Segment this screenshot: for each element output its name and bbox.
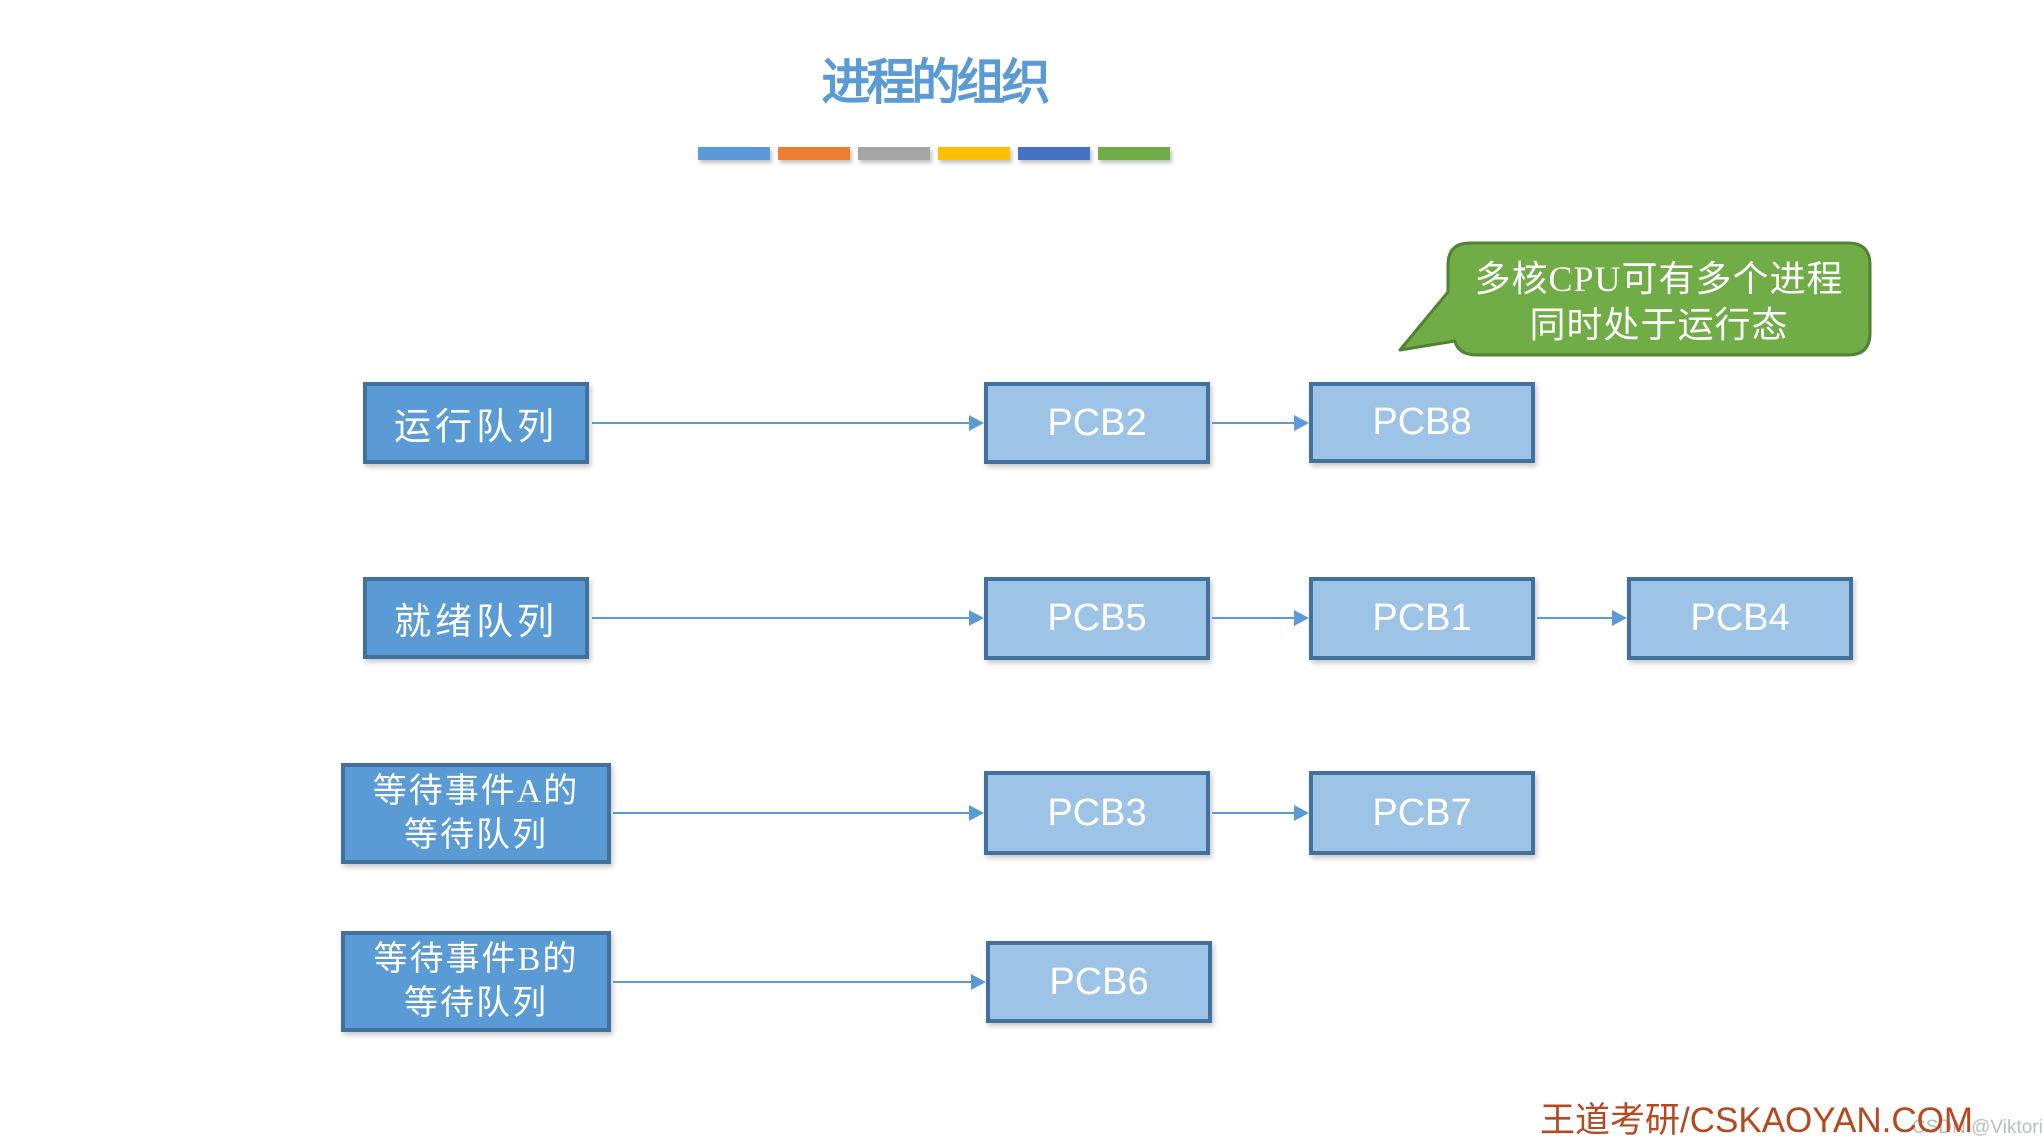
pcb-box-pcb7: PCB7 <box>1309 771 1535 855</box>
arrow-ready-queue-to-pcb5 <box>592 610 984 626</box>
queue-label-wait-event-b-line1: 等待事件B的 <box>373 940 579 978</box>
callout-text-line1: 多核CPU可有多个进程 <box>1474 259 1844 299</box>
queue-label-wait-event-b-line2: 等待队列 <box>404 984 548 1022</box>
pcb-box-pcb2: PCB2 <box>984 382 1210 464</box>
arrow-pcb1-to-pcb4 <box>1537 610 1627 626</box>
callout-text: 多核CPU可有多个进程 同时处于运行态 <box>1448 252 1870 352</box>
arrow-pcb3-to-pcb7 <box>1212 805 1309 821</box>
csdn-watermark: CSDN @Viktoriae <box>1912 1117 2044 1138</box>
slide-title: 进程的组织 <box>821 55 1050 110</box>
pcb-label-pcb1: PCB1 <box>1372 597 1472 639</box>
arrow-wait-b-queue-to-pcb6 <box>613 974 986 990</box>
pcb-box-pcb6: PCB6 <box>986 941 1212 1023</box>
arrow-pcb5-to-pcb1 <box>1212 610 1309 626</box>
queue-label-ready: 就绪队列 <box>394 602 558 643</box>
pcb-box-pcb8: PCB8 <box>1309 382 1535 463</box>
pcb-box-pcb3: PCB3 <box>984 771 1210 855</box>
pcb-box-pcb1: PCB1 <box>1309 577 1535 660</box>
accent-bar <box>1098 147 1170 160</box>
pcb-label-pcb3: PCB3 <box>1047 791 1147 834</box>
queue-box-wait-event-a: 等待事件A的 等待队列 <box>341 763 611 864</box>
callout-text-line2: 同时处于运行态 <box>1529 305 1789 345</box>
queue-label-wait-event-a: 等待事件A的 等待队列 <box>373 770 580 858</box>
queue-label-wait-event-b: 等待事件B的 等待队列 <box>374 938 579 1026</box>
accent-bar-strip <box>698 147 1178 160</box>
queue-label-wait-event-a-line2: 等待队列 <box>404 816 548 854</box>
pcb-label-pcb7: PCB7 <box>1372 791 1472 834</box>
pcb-label-pcb5: PCB5 <box>1047 597 1147 639</box>
queue-label-running: 运行队列 <box>394 407 558 448</box>
accent-bar <box>858 147 930 160</box>
pcb-label-pcb4: PCB4 <box>1690 597 1790 639</box>
callout-bubble <box>1398 241 1872 357</box>
pcb-box-pcb5: PCB5 <box>984 577 1210 660</box>
accent-bar <box>938 147 1010 160</box>
accent-bar <box>1018 147 1090 160</box>
accent-bar <box>778 147 850 160</box>
queue-box-ready: 就绪队列 <box>363 577 589 659</box>
arrow-running-queue-to-pcb2 <box>592 415 984 431</box>
pcb-label-pcb6: PCB6 <box>1049 960 1149 1003</box>
callout-bubble-shape <box>1398 241 1872 357</box>
arrow-wait-a-queue-to-pcb3 <box>613 805 984 821</box>
queue-box-running: 运行队列 <box>363 382 589 464</box>
pcb-box-pcb4: PCB4 <box>1627 577 1853 660</box>
brand-watermark: 王道考研/CSKAOYAN.COM <box>1540 1101 1974 1140</box>
accent-bar <box>698 147 770 160</box>
queue-box-wait-event-b: 等待事件B的 等待队列 <box>341 931 611 1032</box>
arrow-pcb2-to-pcb8 <box>1212 415 1309 431</box>
pcb-label-pcb8: PCB8 <box>1372 401 1472 443</box>
pcb-label-pcb2: PCB2 <box>1047 401 1147 444</box>
queue-label-wait-event-a-line1: 等待事件A的 <box>372 772 580 810</box>
